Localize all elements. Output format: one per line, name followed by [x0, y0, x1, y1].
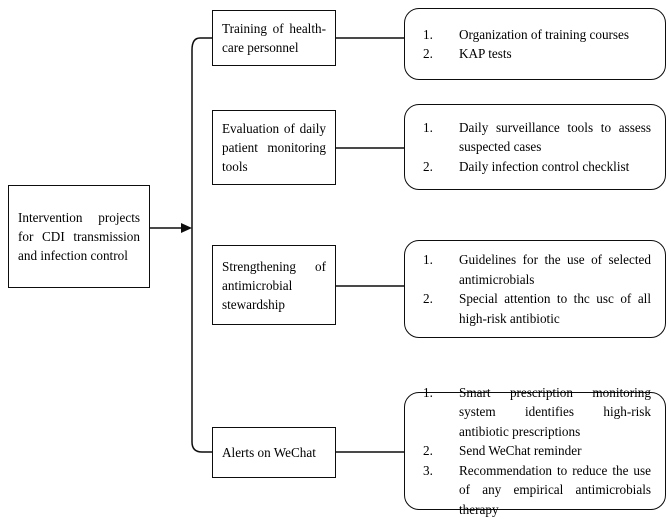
trunk-line — [191, 37, 212, 453]
branch-node-label: Strengthening of antimicrobial stewardsh… — [222, 258, 326, 312]
branch-node-evaluation: Evaluation of daily patient monitoring t… — [212, 110, 336, 185]
detail-list: Organization of training courses KAP tes… — [405, 25, 665, 64]
detail-list-item: Smart prescription monitoring system ide… — [423, 383, 651, 439]
detail-card-evaluation: Daily surveillance tools to assess suspe… — [404, 104, 666, 190]
source-arrowhead — [181, 223, 192, 233]
detail-list-item: Recommendation to reduce the use of any … — [423, 461, 651, 517]
detail-card-stewardship: Guidelines for the use of selected antim… — [404, 240, 666, 338]
detail-list-item: Daily infection control checklist — [423, 157, 630, 176]
detail-list-item: Guidelines for the use of selected antim… — [423, 250, 651, 287]
branch-node-label: Evaluation of daily patient monitoring t… — [222, 121, 326, 174]
branch-node-training: Training of health-care personnel — [212, 10, 336, 66]
detail-list-item: KAP tests — [423, 44, 512, 63]
detail-list-item: Send WeChat reminder — [423, 441, 582, 460]
source-node-label: Intervention projects for CDI transmissi… — [18, 210, 140, 263]
branch-node-stewardship: Strengthening of antimicrobial stewardsh… — [212, 245, 336, 325]
branch-node-alerts: Alerts on WeChat — [212, 427, 336, 478]
detail-card-training: Organization of training courses KAP tes… — [404, 8, 666, 80]
branch-node-label: Alerts on WeChat — [222, 445, 316, 460]
branch-node-label: Training of health-care personnel — [222, 21, 326, 55]
detail-list: Smart prescription monitoring system ide… — [405, 383, 665, 519]
detail-list: Guidelines for the use of selected antim… — [405, 250, 665, 328]
detail-list: Daily surveillance tools to assess suspe… — [405, 118, 665, 177]
detail-card-alerts: Smart prescription monitoring system ide… — [404, 383, 666, 517]
detail-list-item: Organization of training courses — [423, 25, 630, 44]
detail-list-item: Special attention to thc usc of all high… — [423, 289, 651, 326]
detail-list-item: Daily surveillance tools to assess suspe… — [423, 118, 651, 155]
source-node: Intervention projects for CDI transmissi… — [8, 185, 150, 288]
